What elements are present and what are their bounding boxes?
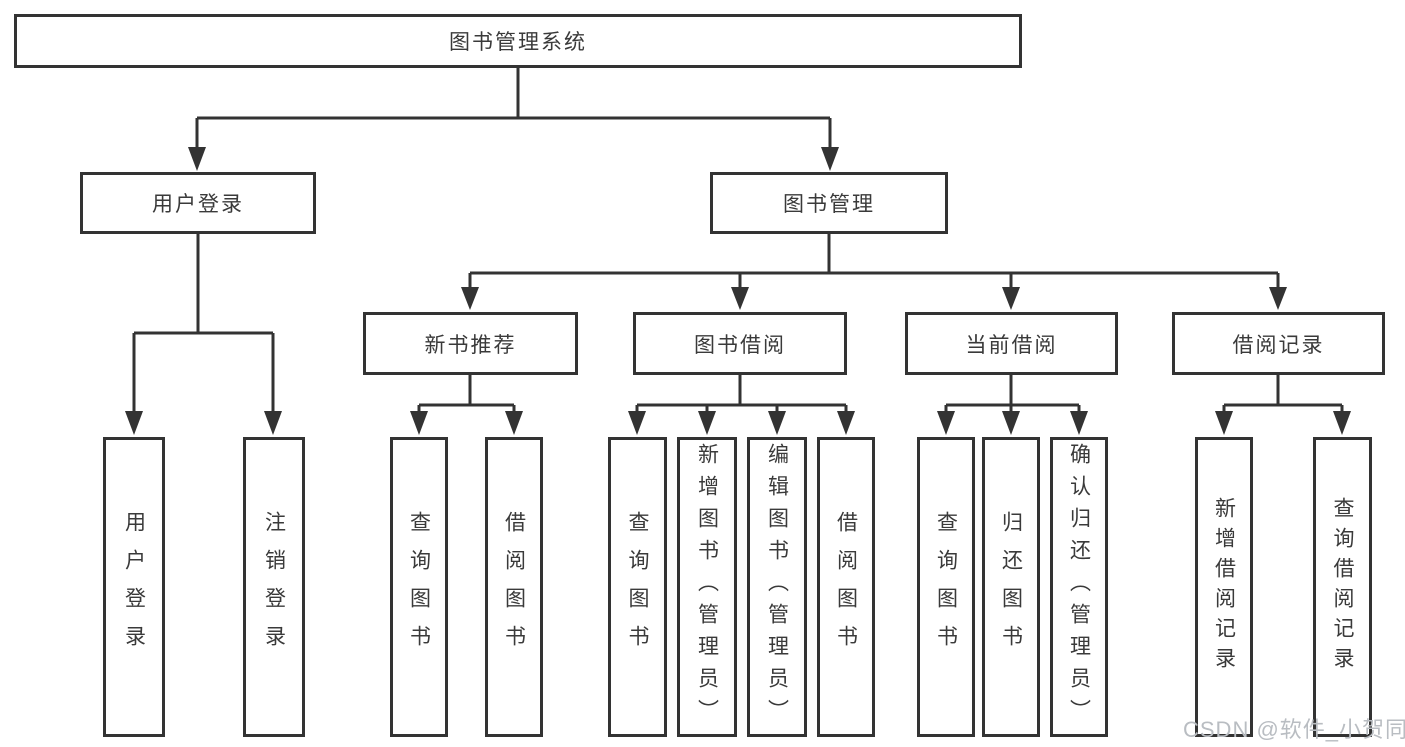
leaf-return-books-label: 归还图书 bbox=[999, 511, 1023, 663]
node-root-label: 图书管理系统 bbox=[449, 31, 587, 54]
leaf-borrow-borrow-books: 借阅图书 bbox=[817, 437, 875, 737]
node-user-login-label: 用户登录 bbox=[152, 193, 244, 216]
leaf-return-books: 归还图书 bbox=[982, 437, 1040, 737]
leaf-user-login-label: 用户登录 bbox=[122, 511, 146, 663]
leaf-edit-books-admin-label: 编辑图书（管理员） bbox=[765, 443, 789, 731]
leaf-query-borrow-record: 查询借阅记录 bbox=[1313, 437, 1372, 737]
leaf-current-query-books: 查询图书 bbox=[917, 437, 975, 737]
node-root-system: 图书管理系统 bbox=[14, 14, 1022, 68]
leaf-confirm-return-admin-label: 确认归还（管理员） bbox=[1067, 443, 1091, 731]
node-new-book-recommend-label: 新书推荐 bbox=[424, 333, 517, 357]
leaf-logout-label: 注销登录 bbox=[262, 511, 286, 663]
leaf-add-books-admin: 新增图书（管理员） bbox=[677, 437, 737, 737]
leaf-recommend-borrow-books: 借阅图书 bbox=[485, 437, 543, 737]
leaf-current-query-books-label: 查询图书 bbox=[934, 511, 958, 663]
node-book-borrow: 图书借阅 bbox=[633, 312, 847, 375]
node-current-borrow-label: 当前借阅 bbox=[965, 333, 1058, 357]
leaf-borrow-borrow-books-label: 借阅图书 bbox=[834, 511, 858, 663]
node-borrow-records: 借阅记录 bbox=[1172, 312, 1385, 375]
csdn-watermark: CSDN @软件_小贺同学 bbox=[1183, 717, 1405, 742]
leaf-borrow-query-books: 查询图书 bbox=[608, 437, 667, 737]
leaf-query-borrow-record-label: 查询借阅记录 bbox=[1331, 497, 1354, 677]
leaf-confirm-return-admin: 确认归还（管理员） bbox=[1050, 437, 1108, 737]
node-book-borrow-label: 图书借阅 bbox=[694, 333, 786, 357]
leaf-add-books-admin-label: 新增图书（管理员） bbox=[695, 443, 719, 731]
leaf-logout: 注销登录 bbox=[243, 437, 305, 737]
leaf-add-borrow-record: 新增借阅记录 bbox=[1195, 437, 1253, 737]
leaf-borrow-query-books-label: 查询图书 bbox=[626, 511, 649, 663]
node-borrow-records-label: 借阅记录 bbox=[1232, 333, 1325, 357]
leaf-recommend-query-books-label: 查询图书 bbox=[407, 511, 431, 663]
leaf-add-borrow-record-label: 新增借阅记录 bbox=[1212, 497, 1236, 677]
node-current-borrow: 当前借阅 bbox=[905, 312, 1118, 375]
leaf-recommend-query-books: 查询图书 bbox=[390, 437, 448, 737]
node-new-book-recommend: 新书推荐 bbox=[363, 312, 578, 375]
node-book-management: 图书管理 bbox=[710, 172, 948, 234]
node-book-management-label: 图书管理 bbox=[783, 193, 875, 216]
leaf-user-login: 用户登录 bbox=[103, 437, 165, 737]
leaf-edit-books-admin: 编辑图书（管理员） bbox=[747, 437, 807, 737]
leaf-recommend-borrow-books-label: 借阅图书 bbox=[502, 511, 526, 663]
node-user-login: 用户登录 bbox=[80, 172, 316, 234]
